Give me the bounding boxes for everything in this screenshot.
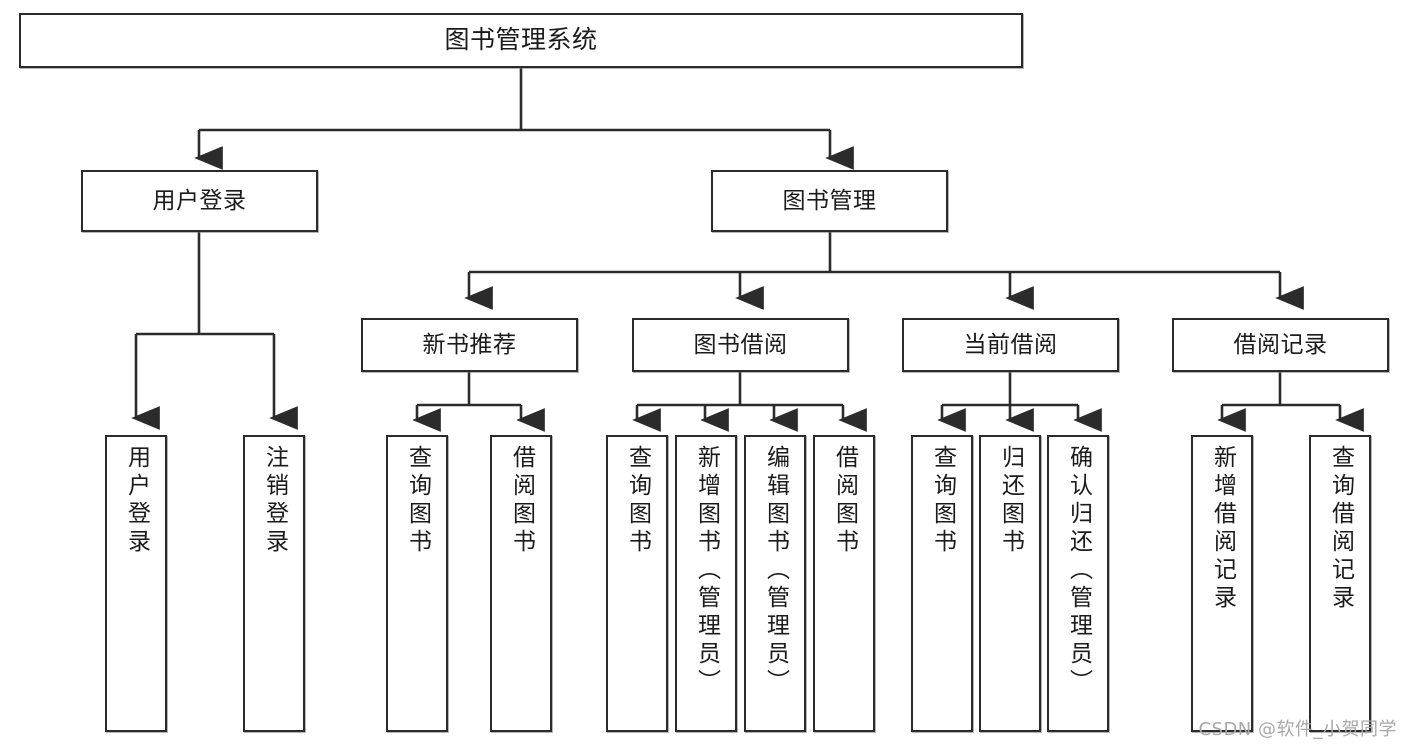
node-leaf-borrow-query[interactable]: 查询图书 [606, 435, 668, 732]
node-current-borrow-label: 当前借阅 [963, 331, 1058, 358]
node-leaf-record-add-label: 新增借阅记录 [1209, 445, 1236, 613]
node-leaf-borrow-add[interactable]: 新增图书（管理员） [675, 435, 737, 732]
node-leaf-borrow-add-label: 新增图书（管理员） [693, 445, 720, 697]
node-leaf-borrow-do[interactable]: 借阅图书 [813, 435, 875, 732]
node-leaf-current-return[interactable]: 归还图书 [979, 435, 1041, 732]
node-leaf-current-confirm[interactable]: 确认归还（管理员） [1047, 435, 1109, 732]
node-leaf-borrow-query-label: 查询图书 [624, 445, 651, 557]
node-leaf-borrow-do-label: 借阅图书 [831, 445, 858, 557]
node-leaf-logout-label: 注销登录 [261, 445, 288, 557]
node-book-borrow[interactable]: 图书借阅 [632, 318, 849, 372]
node-borrow-record-label: 借阅记录 [1233, 331, 1328, 358]
node-root-system[interactable]: 图书管理系统 [19, 13, 1023, 68]
node-leaf-newbook-query[interactable]: 查询图书 [386, 435, 448, 732]
node-leaf-borrow-edit[interactable]: 编辑图书（管理员） [744, 435, 806, 732]
node-book-management-label: 图书管理 [782, 187, 877, 214]
node-leaf-current-return-label: 归还图书 [997, 445, 1024, 557]
node-borrow-record[interactable]: 借阅记录 [1172, 318, 1389, 372]
node-book-borrow-label: 图书借阅 [693, 331, 788, 358]
node-leaf-record-add[interactable]: 新增借阅记录 [1191, 435, 1253, 732]
node-leaf-newbook-borrow[interactable]: 借阅图书 [490, 435, 552, 732]
node-leaf-current-query[interactable]: 查询图书 [911, 435, 973, 732]
node-book-management[interactable]: 图书管理 [711, 170, 948, 232]
node-root-system-label: 图书管理系统 [444, 25, 598, 55]
node-user-login[interactable]: 用户登录 [81, 170, 318, 232]
node-leaf-newbook-borrow-label: 借阅图书 [508, 445, 535, 557]
node-new-book-recommend[interactable]: 新书推荐 [361, 318, 578, 372]
node-leaf-user-login-label: 用户登录 [123, 445, 150, 557]
node-leaf-borrow-edit-label: 编辑图书（管理员） [762, 445, 789, 697]
node-leaf-record-query-label: 查询借阅记录 [1327, 445, 1354, 613]
node-new-book-recommend-label: 新书推荐 [422, 331, 517, 358]
node-leaf-record-query[interactable]: 查询借阅记录 [1309, 435, 1371, 732]
node-leaf-current-query-label: 查询图书 [929, 445, 956, 557]
node-leaf-user-login[interactable]: 用户登录 [105, 435, 167, 732]
node-leaf-newbook-query-label: 查询图书 [404, 445, 431, 557]
node-current-borrow[interactable]: 当前借阅 [902, 318, 1119, 372]
node-leaf-current-confirm-label: 确认归还（管理员） [1065, 445, 1092, 697]
node-user-login-label: 用户登录 [152, 187, 247, 214]
node-leaf-logout[interactable]: 注销登录 [243, 435, 305, 732]
